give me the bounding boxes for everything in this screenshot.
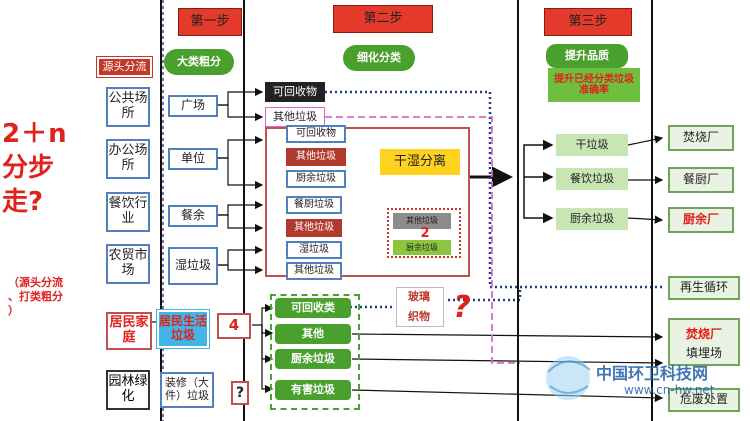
rough-four-mark: 4 [217, 313, 251, 339]
side-subtitle-line-1: （源头分流 [8, 276, 63, 289]
col4-separator [651, 0, 653, 421]
col2-separator [243, 0, 245, 421]
rough-household-waste: 居民生活垃圾 [156, 309, 210, 349]
col1-separator [160, 0, 162, 421]
glass-question-mark: ? [453, 289, 471, 325]
fine-dry-wet-separation: 干湿分离 [380, 149, 460, 175]
rough-unit: 单位 [168, 148, 218, 170]
sub-mark: 2 [420, 225, 430, 241]
fine-top-other: 其他垃圾 [265, 107, 325, 127]
col4-header: 提升品质 [546, 44, 628, 68]
source-public: 公共场所 [106, 87, 150, 127]
green-hazardous: 有害垃圾 [275, 380, 351, 400]
col4-note: 提升已经分类垃圾准确率 [548, 68, 640, 102]
dest-burn-landfill: 焚烧厂 填埋场 [668, 318, 740, 366]
dest-hazardous: 危废处置 [668, 388, 740, 412]
dest-recycle: 再生循环 [668, 276, 740, 300]
fine-frame [265, 127, 470, 277]
side-title: 2＋n 分步 走? [2, 117, 92, 219]
sub-dotted-box [387, 208, 461, 258]
glass-fabric-box [396, 287, 444, 327]
rough-leftover: 餐余 [168, 205, 218, 227]
fabric-label: 织物 [408, 309, 430, 323]
side-subtitle-line-3: ） [8, 304, 19, 317]
glass-label: 玻璃 [408, 289, 430, 303]
step3-ribbon: 第三步 [544, 8, 632, 36]
rough-question-mark: ? [231, 381, 249, 405]
fine-other-2: 其他垃圾 [286, 219, 342, 237]
watermark-name: 中国环卫科技网 [596, 364, 709, 383]
fine-restaurant: 餐厨垃圾 [286, 196, 342, 214]
step1-ribbon: 第一步 [178, 8, 242, 36]
source-office: 办公场所 [106, 139, 150, 179]
col2-header: 大类粗分 [164, 49, 234, 75]
dest-food-plant: 餐厨厂 [668, 167, 734, 193]
dest-incinerator: 焚烧厂 [668, 125, 734, 151]
side-title-line-1: 2＋n [2, 119, 68, 149]
fine-top-recyclable: 可回收物 [265, 82, 325, 102]
rough-square: 广场 [168, 95, 218, 117]
side-title-line-2: 分步 [2, 153, 55, 183]
dest-landfill-label: 填埋场 [685, 346, 722, 360]
fine-other-3: 其他垃圾 [286, 262, 342, 280]
source-garden: 园林绿化 [106, 370, 150, 410]
fine-other-1: 其他垃圾 [286, 148, 346, 166]
dest-kitchen-plant: 厨余厂 [668, 207, 734, 233]
step2-ribbon: 第二步 [333, 5, 433, 33]
source-market: 农贸市场 [106, 244, 150, 284]
col4-kitchen: 厨余垃圾 [556, 208, 628, 230]
green-other: 其他 [275, 324, 351, 344]
rough-wet: 湿垃圾 [168, 247, 218, 285]
green-group [270, 294, 360, 410]
green-recyclable: 可回收类 [275, 298, 351, 318]
source-household: 居民家庭 [106, 312, 152, 350]
side-subtitle-line-2: 、打类粗分 [8, 290, 63, 303]
green-kitchen: 厨余垃圾 [275, 349, 351, 369]
col4-restaurant: 餐饮垃圾 [556, 168, 628, 190]
side-title-line-3: 走? [2, 187, 44, 217]
watermark-url: www.cn-hw.net [624, 383, 715, 397]
fine-kitchen: 厨余垃圾 [286, 170, 346, 188]
col3-header: 细化分类 [343, 45, 415, 71]
sub-other: 其他垃圾 [393, 213, 451, 229]
col3-separator [517, 0, 519, 421]
fine-wet: 湿垃圾 [286, 241, 342, 259]
rough-renovation: 装修（大件）垃圾 [160, 372, 214, 408]
dest-burn-label: 焚烧厂 [685, 327, 722, 341]
side-subtitle: （源头分流 、打类粗分 ） [8, 276, 92, 318]
col4-dry: 干垃圾 [556, 134, 628, 156]
source-catering: 餐饮行业 [106, 192, 150, 232]
col1-header: 源头分流 [96, 56, 153, 78]
sub-kitchen: 厨余垃圾 [393, 240, 451, 255]
fine-recyclable: 可回收物 [286, 125, 346, 143]
